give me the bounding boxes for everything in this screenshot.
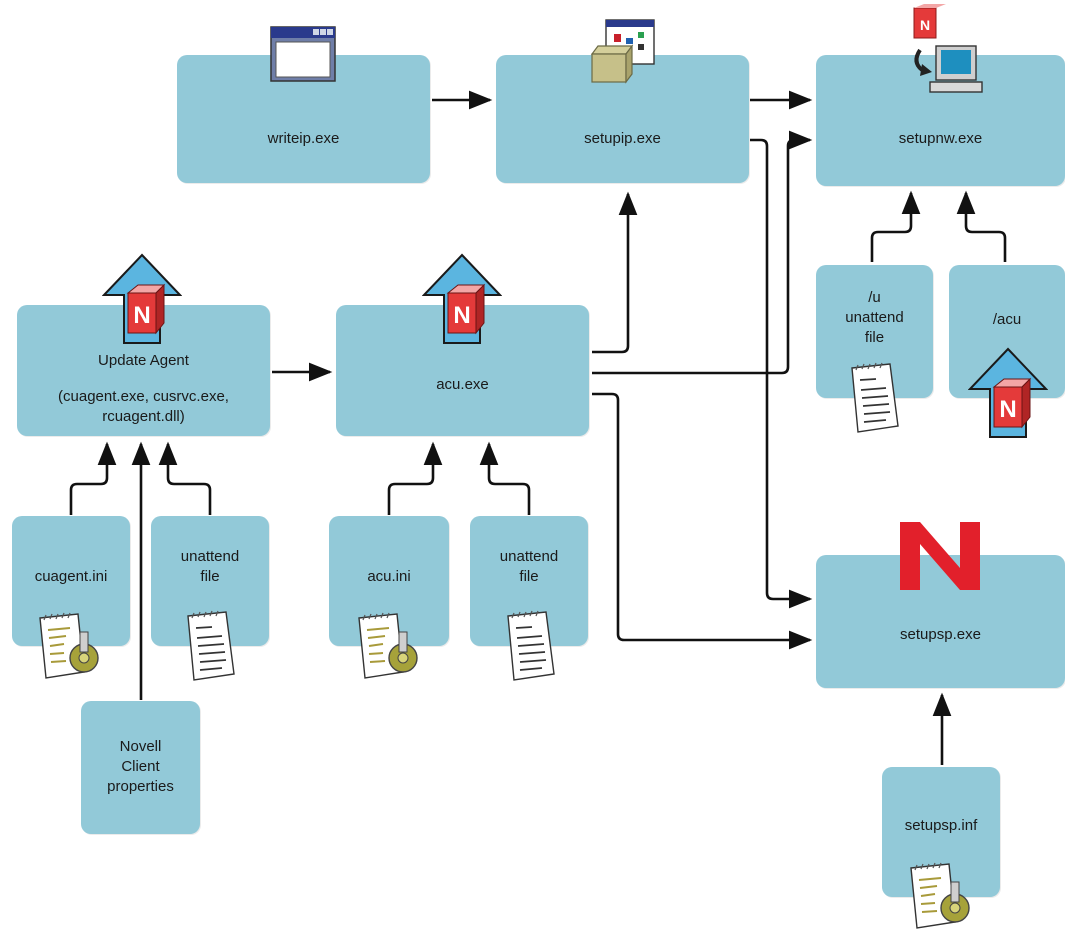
arrow-acu-to-setupsp [592, 392, 813, 650]
svg-text:N: N [920, 17, 930, 33]
unattend-file-label-1: unattend file [180, 548, 240, 585]
setupip-label: setupip.exe [584, 130, 661, 147]
svg-text:N: N [133, 302, 150, 329]
arrow-acuswitch-to-setupnw [956, 190, 1007, 262]
novell-n-logo [900, 522, 980, 590]
arrow-acu-to-setupip [592, 191, 638, 354]
upload-arrow-n-icon: N [102, 253, 182, 344]
update-agent-title: Update Agent [98, 352, 189, 369]
acu-label: acu.exe [436, 376, 489, 393]
config-document-gear-icon [39, 612, 99, 679]
acu-ini-label: acu.ini [367, 568, 411, 585]
window-icon [270, 26, 336, 82]
arrow-unattend1-to-updateagent [158, 441, 212, 515]
arrow-cuagentini-to-updateagent [69, 441, 117, 515]
installer-box-icon [590, 19, 655, 84]
novell-client-node: Novell Client properties [81, 701, 200, 834]
writeip-label: writeip.exe [267, 130, 340, 147]
u-unattend-label: /u unattend file [845, 289, 904, 346]
setupsp-label: setupsp.exe [900, 626, 981, 643]
upload-arrow-n-icon: N [968, 347, 1048, 438]
text-document-icon [187, 610, 235, 681]
text-document-icon [507, 610, 555, 681]
acu-switch-label: /acu [992, 311, 1022, 328]
acu-node: acu.exe [336, 305, 589, 436]
arrow-u-unattend-to-setupnw [870, 190, 921, 262]
arrow-acuini-to-acu [387, 441, 443, 515]
setupsp-inf-label: setupsp.inf [904, 817, 978, 834]
unattend-file-label-2: unattend file [499, 548, 559, 585]
setupsp-node: setupsp.exe [816, 555, 1065, 688]
update-agent-files: (cuagent.exe, cusrvc.exe, rcuagent.dll) [58, 388, 229, 425]
arrow-unattend2-to-acu [479, 441, 531, 515]
arrow-acu-to-setupnw [592, 130, 813, 375]
upload-arrow-n-icon: N [422, 253, 502, 344]
novell-client-label: Novell Client properties [107, 738, 174, 795]
setupnw-label: setupnw.exe [898, 130, 983, 147]
config-document-gear-icon [910, 862, 970, 929]
config-document-gear-icon [358, 612, 418, 679]
acu-ini-node: acu.ini [329, 516, 449, 646]
computer-icon: N [913, 4, 983, 93]
svg-text:N: N [999, 396, 1016, 423]
svg-text:N: N [453, 302, 470, 329]
cuagent-ini-label: cuagent.ini [34, 568, 108, 585]
arrow-setupip-to-setupsp [750, 138, 813, 609]
text-document-icon [851, 362, 899, 433]
